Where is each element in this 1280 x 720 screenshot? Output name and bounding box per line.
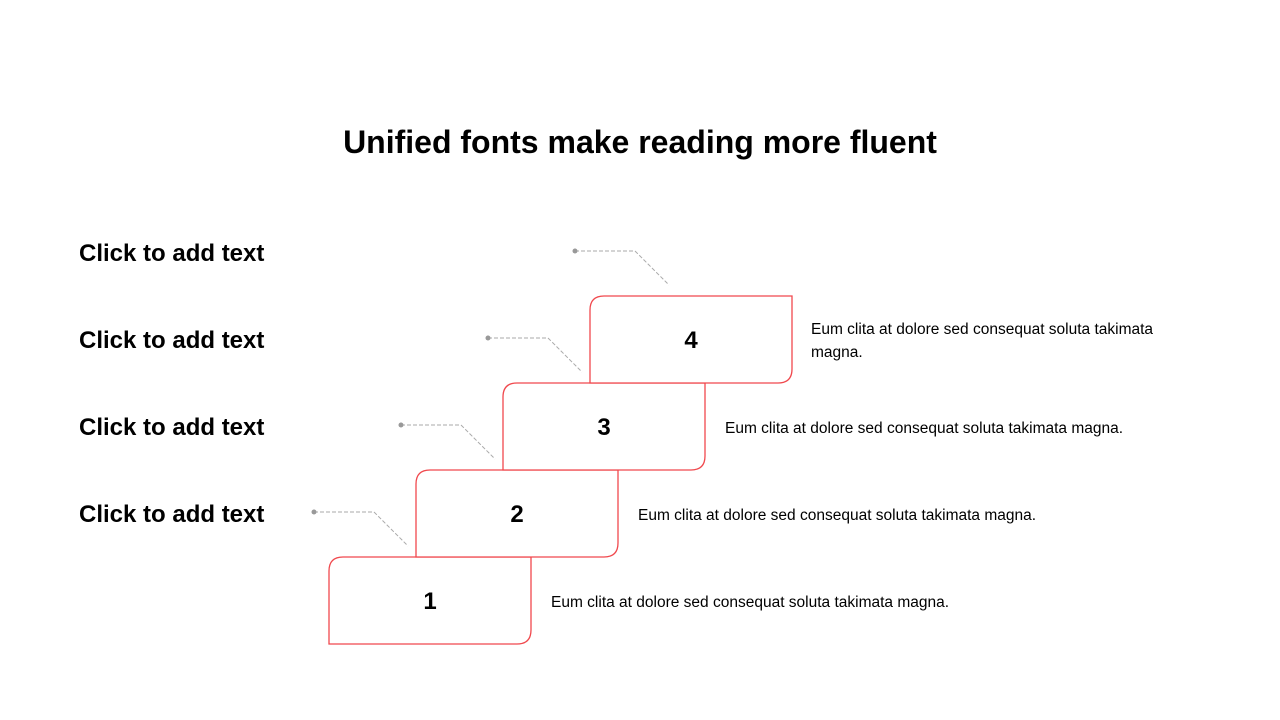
step-1-number: 1 <box>423 588 437 615</box>
label-text-2[interactable]: Click to add text <box>79 327 265 354</box>
connector-dot-3 <box>485 335 491 341</box>
connector-line-4 <box>575 250 670 286</box>
step-3-description: Eum clita at dolore sed consequat soluta… <box>725 420 1124 437</box>
step-1-description: Eum clita at dolore sed consequat soluta… <box>551 594 950 611</box>
connector-dot-4 <box>572 248 578 254</box>
connector-line-2 <box>401 424 496 460</box>
label-text-bottom[interactable]: Click to add text <box>79 501 265 528</box>
connector-line-1 <box>314 511 409 547</box>
step-3-number: 3 <box>597 414 611 441</box>
label-text-3[interactable]: Click to add text <box>79 414 265 441</box>
label-text-top[interactable]: Click to add text <box>79 240 265 267</box>
step-2-description: Eum clita at dolore sed consequat soluta… <box>638 507 1037 524</box>
page-title: Unified fonts make reading more fluent <box>343 124 937 160</box>
connector-dot-2 <box>398 422 404 428</box>
step-2-number: 2 <box>510 501 524 528</box>
step-4-box <box>589 295 793 384</box>
step-4-description: Eum clita at dolore sed consequat soluta… <box>811 321 1154 361</box>
connector-dot-1 <box>311 509 317 515</box>
step-4-number: 4 <box>684 327 698 354</box>
connector-line-3 <box>488 337 583 373</box>
